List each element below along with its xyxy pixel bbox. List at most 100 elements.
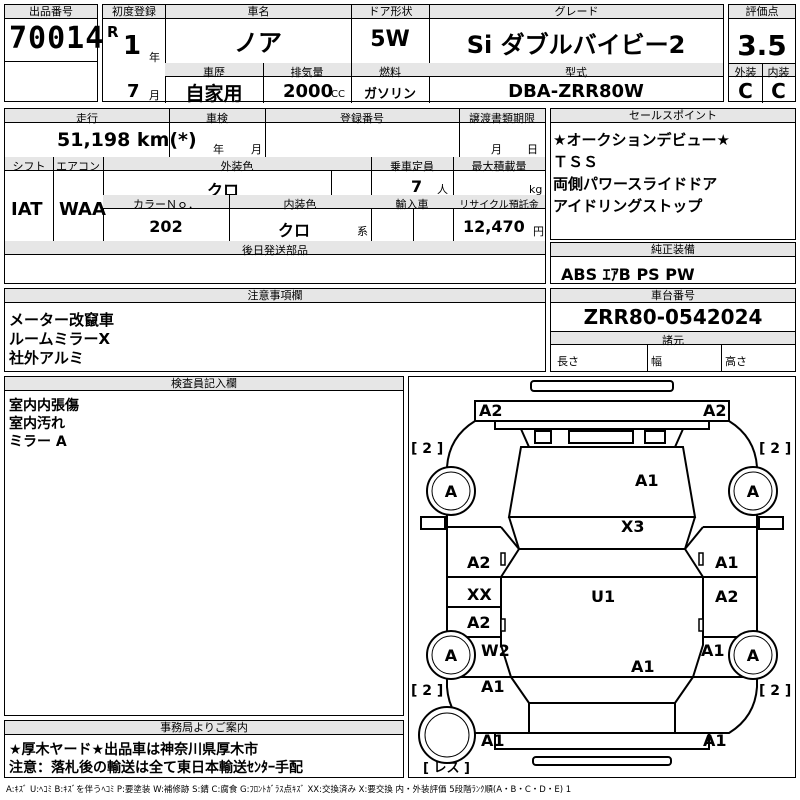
- score-label: 評価点: [729, 5, 795, 19]
- first-reg-label: 初度登録: [103, 5, 165, 19]
- spare-tire: [ レス ]: [423, 761, 470, 776]
- mark-rear-door-left: A2: [467, 613, 491, 632]
- vehicle-info-box: 初度登録 車名 ドア形状 グレード R 1 年 ノア 5W Si ダブルバイビー…: [102, 4, 724, 105]
- specs-label: 諸元: [662, 334, 684, 347]
- inspector-box: 検査員記入欄 室内内張傷 室内汚れ ミラー A: [4, 376, 404, 716]
- length-label: 長さ: [557, 355, 579, 368]
- mark-front-left: A2: [479, 401, 503, 420]
- wheel-fl: A: [444, 482, 458, 501]
- sales-point-4: アイドリングストップ: [553, 197, 703, 215]
- chassis-no: ZRR80-0542024: [583, 305, 763, 329]
- transfer-day-unit: 日: [527, 143, 538, 156]
- mark-front-right: A2: [703, 401, 727, 420]
- note-1: メーター改竄車: [9, 311, 115, 329]
- height-label: 高さ: [725, 355, 747, 368]
- mark-windshield: X3: [621, 517, 645, 536]
- lot-number-box: 出品番号 70014: [4, 4, 103, 102]
- displacement: 2000: [283, 81, 334, 102]
- mark-rear-panel: A1: [631, 657, 655, 676]
- office-line-2: 注意：落札後の輸送は全て東日本輸送ｾﾝﾀｰ手配: [9, 760, 303, 776]
- mark-rear-door-right: A2: [715, 587, 739, 606]
- tire-bottom-left: [ 2 ]: [411, 683, 444, 699]
- lot-number-label: 出品番号: [5, 5, 97, 19]
- shift: IAT: [11, 199, 43, 220]
- office-line-1: ★厚木ヤード★出品車は神奈川県厚木市: [9, 742, 259, 758]
- mark-front-door-right: A1: [715, 553, 739, 572]
- sales-point-2: ＴＳＳ: [553, 153, 599, 171]
- mark-hood: A1: [635, 471, 659, 490]
- mark-rear-fender-left: W2: [481, 641, 510, 660]
- int-color-label: 内装色: [283, 198, 317, 211]
- model-code: DBA-ZRR80W: [508, 81, 644, 102]
- later-parts-label: 後日発送部品: [242, 244, 308, 257]
- sales-point-label: セールスポイント: [551, 109, 795, 123]
- cc-unit: CC: [331, 89, 345, 100]
- exterior-grade: C: [738, 79, 753, 103]
- aircon-label: エアコン: [56, 160, 100, 173]
- sales-point-box: セールスポイント ★オークションデビュー★ ＴＳＳ 両側パワースライドドア アイ…: [550, 108, 796, 240]
- kg-unit: kg: [529, 183, 543, 196]
- yen-unit: 円: [533, 225, 544, 238]
- max-load-label: 最大積載量: [471, 160, 527, 173]
- capacity-label: 乗車定員: [390, 160, 434, 173]
- month-unit: 月: [149, 89, 160, 102]
- equipment: ABS ｴｱB PS PW: [561, 265, 695, 284]
- inspection-month-unit: 月: [251, 143, 262, 156]
- reg-no-label: 登録番号: [340, 112, 384, 125]
- history-label: 車歴: [203, 66, 225, 79]
- color-no-label: カラーＮｏ．: [133, 198, 199, 211]
- equipment-box: 純正装備 ABS ｴｱB PS PW: [550, 242, 796, 284]
- wheel-rl: A: [444, 646, 458, 665]
- mark-pillar-left: XX: [467, 585, 492, 604]
- car-outline: [418, 380, 784, 766]
- score-box: 評価点 3.5 外装 内装 C C: [728, 4, 796, 103]
- lot-number: 70014: [9, 21, 105, 56]
- car-name-label: 車名: [165, 5, 351, 19]
- chassis-label: 車台番号: [551, 289, 795, 303]
- tire-top-left: [ 2 ]: [411, 441, 444, 457]
- mark-rear-fender-right: A1: [701, 641, 725, 660]
- recycle-label: リサイクル預託金: [459, 200, 539, 211]
- wheel-rr: A: [746, 646, 760, 665]
- year-unit: 年: [149, 51, 160, 64]
- capacity: 7: [411, 177, 423, 196]
- person-unit: 人: [437, 183, 448, 196]
- history: 自家用: [185, 83, 243, 105]
- color-no: 202: [149, 217, 183, 236]
- mark-rear-bumper-right: A1: [703, 731, 727, 750]
- aircon: WAA: [59, 199, 106, 220]
- model-code-label: 型式: [565, 66, 587, 79]
- era: R: [107, 23, 119, 41]
- equipment-label: 純正装備: [551, 243, 795, 257]
- mark-roof: U1: [591, 587, 616, 606]
- door-label: ドア形状: [351, 5, 429, 19]
- mark-quarter-left: A1: [481, 677, 505, 696]
- transfer-month-unit: 月: [491, 143, 502, 156]
- damage-diagram: [ 2 ] [ 2 ] [ 2 ] [ 2 ] [ レス ] A A A A A…: [408, 376, 796, 778]
- score: 3.5: [737, 29, 787, 62]
- mark-front-door-left: A2: [467, 553, 491, 572]
- exterior-label: 外装: [734, 66, 757, 79]
- interior-grade: C: [771, 79, 786, 103]
- displacement-label: 排気量: [290, 66, 324, 79]
- sales-point-3: 両側パワースライドドア: [553, 175, 718, 193]
- tire-top-right: [ 2 ]: [759, 441, 792, 457]
- note-3: 社外アルミ: [9, 349, 84, 367]
- sales-point-1: ★オークションデビュー★: [553, 131, 730, 149]
- transfer-label: 譲渡書類期限: [469, 112, 535, 125]
- shift-label: シフト: [12, 160, 46, 173]
- recycle-fee: 12,470: [463, 217, 525, 236]
- tire-bottom-right: [ 2 ]: [759, 683, 792, 699]
- inspector-note-1: 室内内張傷: [9, 398, 79, 414]
- inspection-year-unit: 年: [213, 143, 224, 156]
- legend: A:ｷｽﾞ U:ﾍｺﾐ B:ｷｽﾞを伴うﾍｺﾐ P:要塗装 W:補修跡 S:錆 …: [6, 785, 572, 795]
- inspector-note-3: ミラー A: [9, 434, 67, 450]
- office-box: 事務局よりご案内 ★厚木ヤード★出品車は神奈川県厚木市 注意：落札後の輸送は全て…: [4, 720, 404, 778]
- import-label: 輸入車: [395, 198, 429, 211]
- fuel-label: 燃料: [379, 66, 401, 79]
- inspector-label: 検査員記入欄: [5, 377, 403, 391]
- inspector-note-2: 室内汚れ: [9, 416, 65, 432]
- int-color: クロ: [277, 221, 310, 240]
- grade-label: グレード: [429, 5, 723, 19]
- door-type: 5W: [370, 27, 410, 52]
